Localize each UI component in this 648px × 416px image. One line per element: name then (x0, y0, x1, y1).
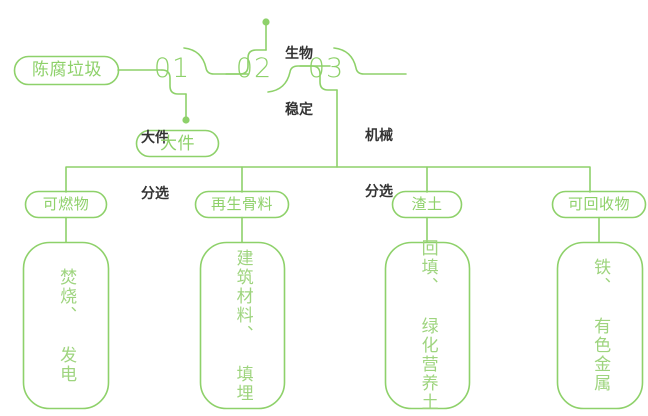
destination-box-1: 焚烧、 发电 (23, 242, 109, 409)
step02-connector-dot (262, 18, 270, 26)
source-label: 陈腐垃圾 (32, 60, 102, 79)
step-02-annotation-line-2: 稳定 (285, 100, 313, 117)
destination-box-outline-1 (22, 241, 110, 410)
branch-label-2: 再生骨料 (210, 196, 273, 213)
destination-text-3: 回填、 绿化营养土 (418, 239, 438, 412)
destination-box-3: 回填、 绿化营养土 (385, 239, 470, 412)
step-03-annotation-line-2: 分选 (365, 182, 393, 199)
step-01-annotation-line-2: 分选 (141, 184, 169, 201)
hook-step01-left (161, 69, 187, 95)
arc-step03-right (333, 47, 407, 75)
destination-box-outline-4 (556, 241, 644, 410)
destination-text-1: 焚烧、 发电 (57, 267, 77, 384)
step-03-annotation: 机械 分选 (352, 88, 406, 238)
step-number-02: 02 (235, 53, 273, 84)
arc-step02-right (267, 65, 331, 93)
branch-label-3: 渣土 (411, 196, 443, 213)
destination-text-4: 铁、 有色金属 (591, 258, 611, 393)
arc-step01-right (183, 47, 249, 75)
hook-step03-left (299, 65, 338, 91)
byproduct-pill-outline (135, 129, 220, 158)
step-number-01: 01 (153, 53, 191, 84)
destination-box-2: 建筑材料、 填埋 (200, 242, 285, 409)
branch-bar (65, 166, 591, 193)
step-number-03: 03 (307, 53, 345, 84)
step-01-annotation-line-1: 大件 (141, 128, 169, 145)
byproduct-connector-dot (182, 116, 190, 124)
step-02-annotation: 生物 稳定 (272, 6, 326, 156)
step-03-annotation-line-1: 机械 (365, 126, 393, 143)
branch-label-4: 可回收物 (567, 196, 630, 213)
destination-box-outline-2 (199, 241, 286, 410)
byproduct-label: 大件 (160, 134, 195, 153)
step-02-annotation-line-1: 生物 (285, 44, 313, 61)
destination-text-2: 建筑材料、 填埋 (233, 248, 253, 403)
hook-step02-left (225, 49, 267, 75)
branch-label-1: 可燃物 (42, 196, 90, 213)
destination-box-4: 铁、 有色金属 (557, 242, 643, 409)
destination-box-outline-3 (384, 241, 471, 410)
step-01-annotation: 大件 分选 (128, 90, 182, 240)
